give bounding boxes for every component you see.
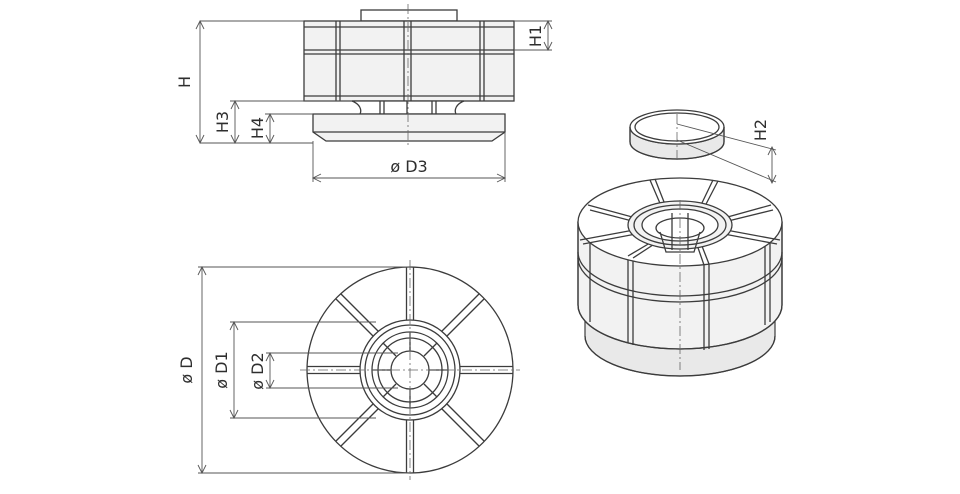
label-d3: ø D3 xyxy=(390,157,427,176)
top-view xyxy=(300,260,520,480)
label-h2: H2 xyxy=(751,119,770,141)
label-d: ø D xyxy=(177,356,196,383)
label-d1: ø D1 xyxy=(212,351,231,388)
label-d2: ø D2 xyxy=(248,352,267,389)
isometric-ring xyxy=(629,109,725,160)
side-view xyxy=(303,4,515,148)
top-view-dimensions: ø D ø D1 ø D2 xyxy=(177,265,410,475)
isometric-h2-dimension: H2 xyxy=(676,119,777,185)
isometric-body xyxy=(577,177,783,377)
label-h3: H3 xyxy=(213,111,232,133)
label-h4: H4 xyxy=(248,117,267,139)
label-h1: H1 xyxy=(526,25,545,47)
label-h: H xyxy=(175,76,194,88)
side-view-dimensions: H H3 H4 H1 ø D3 xyxy=(175,19,553,183)
